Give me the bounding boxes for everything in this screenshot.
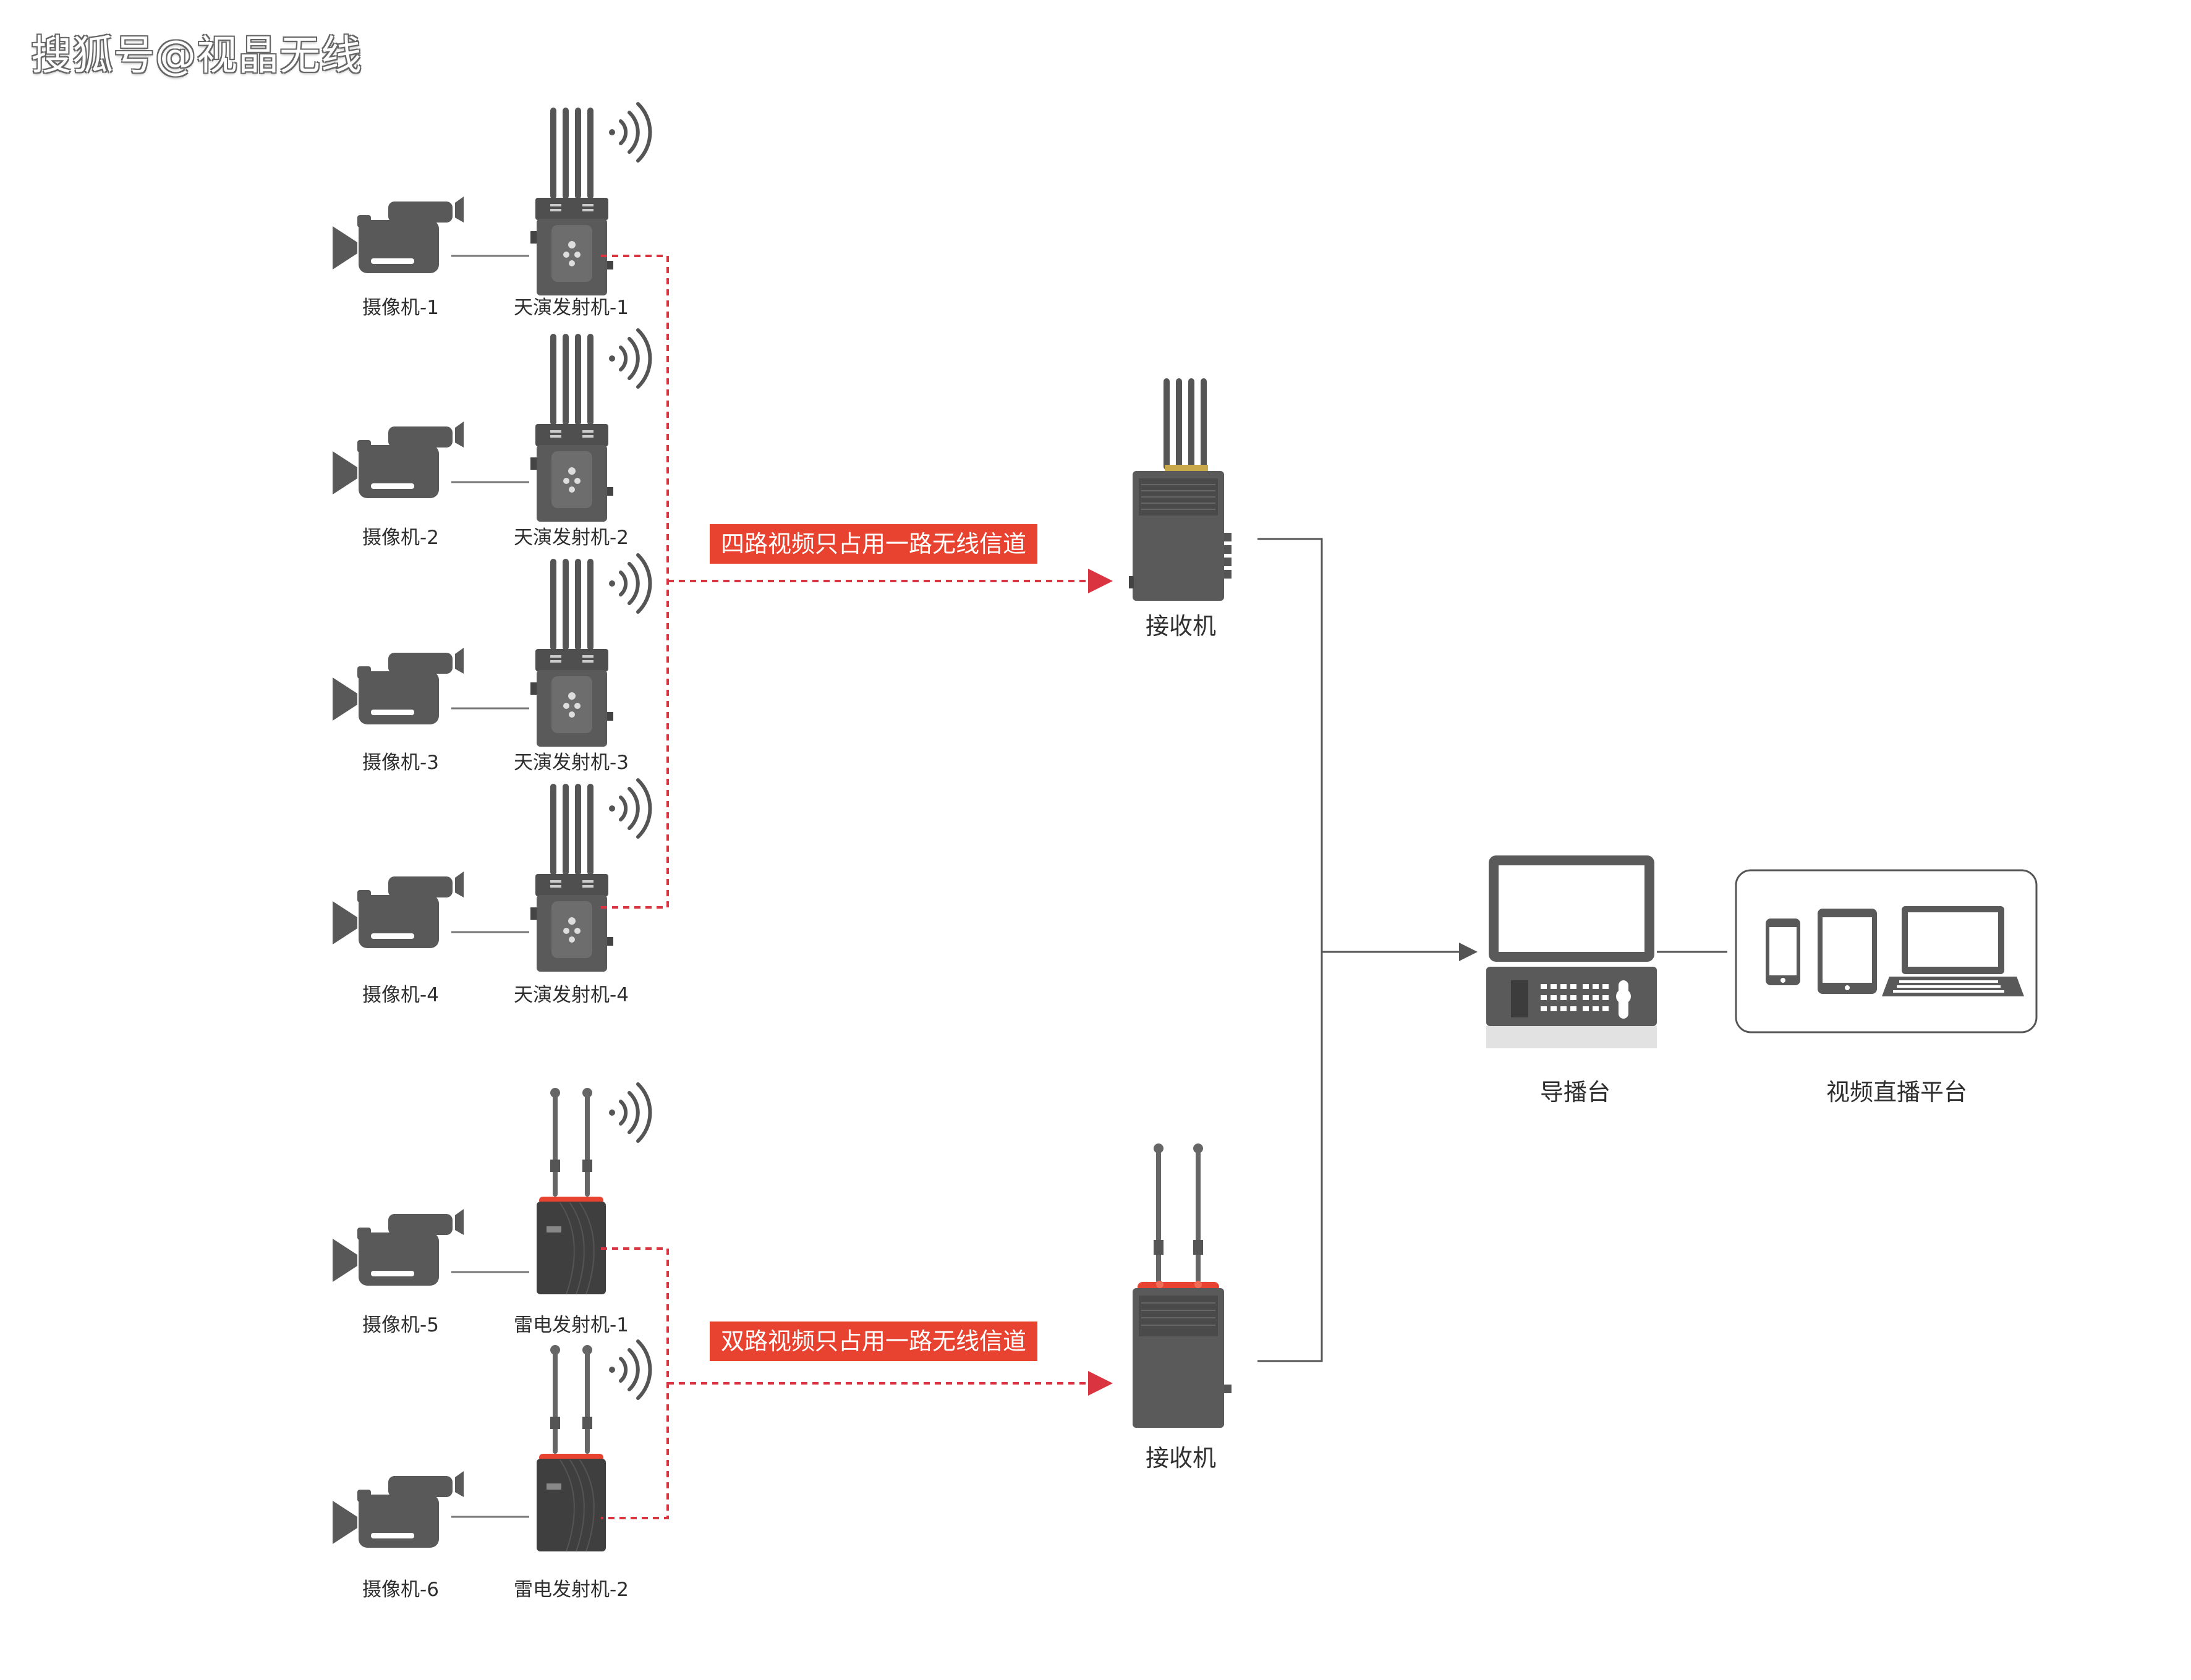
dual-channel-banner: 双路视频只占用一路无线信道 bbox=[710, 1322, 1038, 1361]
camera-label: 摄像机-4 bbox=[362, 984, 439, 1006]
camera-label: 摄像机-3 bbox=[362, 752, 439, 774]
tianyan-transmitter-1-icon bbox=[530, 108, 613, 295]
camera-3-icon bbox=[333, 648, 464, 724]
wifi-signal-icon bbox=[609, 780, 650, 837]
wifi-signal-icon bbox=[609, 555, 650, 612]
transmitter-label: 雷电发射机-2 bbox=[514, 1579, 629, 1601]
camera-label: 摄像机-2 bbox=[362, 527, 439, 549]
wireless-link-group-1 bbox=[601, 255, 1113, 909]
transmitter-label: 天演发射机-1 bbox=[514, 297, 629, 319]
leidian-transmitter-2-icon bbox=[536, 1344, 606, 1552]
camera-1-icon bbox=[333, 197, 464, 273]
camera-2-icon bbox=[333, 422, 464, 498]
wifi-signal-icon bbox=[609, 330, 650, 387]
wifi-signal-icon bbox=[609, 1084, 650, 1141]
four-channel-banner: 四路视频只占用一路无线信道 bbox=[710, 524, 1038, 564]
switcher-icon bbox=[1486, 855, 1657, 1048]
camera-4-icon bbox=[333, 872, 464, 948]
leidian-transmitter-1-icon bbox=[536, 1087, 606, 1295]
transmitter-label: 天演发射机-4 bbox=[514, 984, 629, 1006]
camera-6-icon bbox=[333, 1471, 464, 1548]
camera-cables bbox=[451, 255, 529, 1518]
tianyan-transmitter-2-icon bbox=[530, 334, 613, 522]
transmitter-label: 天演发射机-3 bbox=[514, 752, 629, 774]
tianyan-transmitter-3-icon bbox=[530, 559, 613, 747]
receiver-label: 接收机 bbox=[1145, 613, 1217, 640]
platform-label: 视频直播平台 bbox=[1826, 1079, 1968, 1106]
transmitter-label: 天演发射机-2 bbox=[514, 527, 629, 549]
switcher-label: 导播台 bbox=[1539, 1079, 1611, 1106]
camera-label: 摄像机-6 bbox=[362, 1579, 439, 1601]
transmitter-label: 雷电发射机-1 bbox=[514, 1314, 629, 1336]
receiver-label: 接收机 bbox=[1145, 1445, 1217, 1472]
wireless-link-group-2 bbox=[601, 1247, 1113, 1519]
wifi-signal-icon bbox=[609, 1341, 650, 1398]
receiver-1-icon bbox=[1128, 378, 1232, 601]
camera-5-icon bbox=[333, 1209, 464, 1286]
camera-label: 摄像机-5 bbox=[362, 1314, 439, 1336]
camera-label: 摄像机-1 bbox=[362, 297, 439, 319]
wifi-signal-icon bbox=[609, 104, 650, 161]
tianyan-transmitter-4-icon bbox=[530, 784, 613, 972]
streaming-platform-icon bbox=[1735, 869, 2038, 1033]
watermark: 搜狐号@视晶无线 bbox=[31, 32, 362, 79]
receiver-output-lines bbox=[1257, 538, 1478, 1362]
receiver-2-icon bbox=[1132, 1143, 1232, 1428]
